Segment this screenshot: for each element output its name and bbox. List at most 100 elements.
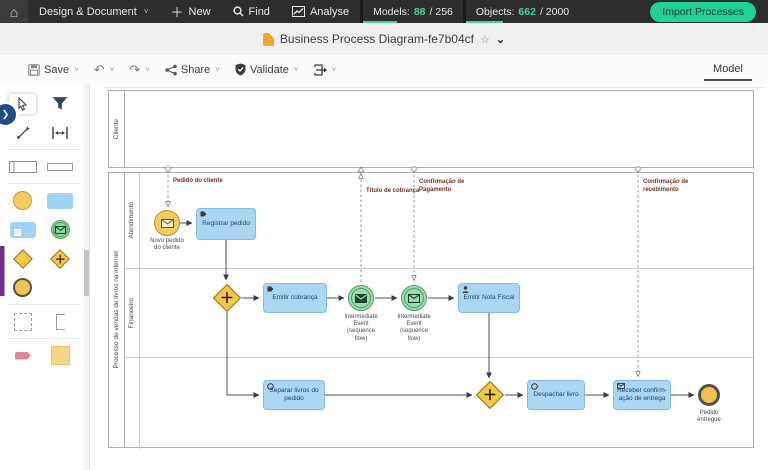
nav-new[interactable]: ＋ New bbox=[160, 0, 222, 23]
palette-divider bbox=[8, 338, 81, 339]
palette-divider bbox=[8, 183, 81, 184]
models-label: Models: bbox=[373, 5, 410, 18]
start-event-novo-pedido[interactable] bbox=[154, 210, 180, 236]
filter-tool-button[interactable] bbox=[53, 97, 68, 110]
end-event-label: Pedido entregue bbox=[697, 410, 721, 424]
group-icon bbox=[13, 312, 32, 331]
lane-atendimento-band[interactable]: Atendimento bbox=[124, 173, 140, 268]
palette-group[interactable] bbox=[13, 312, 32, 331]
task-emitir-cobranca[interactable]: Emitir cobrança bbox=[263, 283, 327, 313]
task-separar-livros[interactable]: Separar livros do pedido bbox=[263, 380, 325, 410]
message-label-titulo-cobranca: Título de cobrança bbox=[366, 188, 420, 194]
user-marker-icon bbox=[462, 286, 470, 294]
nav-design-document[interactable]: Design & Document ˅ bbox=[28, 0, 160, 23]
top-navigation-bar: ⌂ Design & Document ˅ ＋ New Find Analyse… bbox=[0, 0, 768, 23]
spacing-tool-button[interactable] bbox=[52, 126, 68, 139]
share-button[interactable]: Share ˅ bbox=[165, 64, 220, 76]
palette-pool[interactable] bbox=[8, 160, 37, 173]
task-registrar-pedido[interactable]: Registrar pedido bbox=[196, 208, 256, 240]
parallel-gateway-icon: ＋ bbox=[49, 248, 71, 270]
filter-icon bbox=[53, 97, 68, 110]
task-receber-confirmacao[interactable]: Receber confirm- ação de entrega bbox=[613, 380, 671, 410]
tab-model-label: Model bbox=[713, 63, 743, 75]
validate-shield-icon bbox=[235, 63, 246, 76]
nav-design-document-label: Design & Document bbox=[39, 5, 137, 18]
lane-unnamed[interactable] bbox=[124, 358, 753, 449]
palette-gateway[interactable] bbox=[12, 248, 34, 270]
lane-atendimento-label: Atendimento bbox=[128, 202, 135, 239]
search-icon bbox=[232, 6, 244, 17]
save-label: Save bbox=[44, 63, 70, 76]
parallel-gateway-2[interactable]: ＋ bbox=[475, 380, 505, 410]
lane-financeiro-label: Financeiro bbox=[128, 297, 135, 329]
share-icon bbox=[165, 64, 177, 75]
objects-label: Objects: bbox=[475, 5, 515, 18]
undo-button[interactable]: ↶ ˅ bbox=[94, 63, 115, 76]
favorite-star-icon[interactable]: ☆ bbox=[480, 33, 490, 46]
intermediate-catch-event[interactable] bbox=[401, 285, 427, 311]
diagram-canvas[interactable]: Cliente Processo de vendas de livros na … bbox=[90, 84, 768, 470]
nav-new-label: New bbox=[188, 5, 211, 18]
palette-scrollbar-thumb[interactable] bbox=[84, 250, 89, 296]
redo-chevron-icon: ˅ bbox=[145, 65, 150, 74]
lane-unnamed-band[interactable] bbox=[124, 358, 140, 449]
palette-start-event[interactable] bbox=[13, 191, 33, 210]
tag-marker-icon bbox=[267, 286, 275, 294]
expand-panel-button[interactable]: ❯ bbox=[0, 102, 18, 127]
parallel-gateway-1[interactable]: ＋ bbox=[212, 283, 242, 313]
palette-task[interactable] bbox=[47, 192, 74, 209]
pool-cliente-band[interactable]: Cliente bbox=[109, 91, 125, 167]
task-despachar-livro[interactable]: Despachar livro bbox=[527, 380, 585, 410]
task-icon bbox=[47, 192, 74, 209]
chevron-down-icon: ˅ bbox=[143, 7, 149, 16]
lane-financeiro-band[interactable]: Financeiro bbox=[124, 269, 140, 357]
home-icon: ⌂ bbox=[9, 3, 19, 20]
nav-find[interactable]: Find bbox=[222, 0, 281, 23]
palette-tag[interactable] bbox=[14, 351, 31, 360]
filled-message-icon bbox=[355, 293, 367, 303]
validate-label: Validate bbox=[249, 63, 289, 76]
pool-processo-label: Processo de vendas de livros na internet bbox=[113, 251, 120, 369]
models-usage-bar bbox=[363, 21, 397, 23]
home-button[interactable]: ⌂ bbox=[0, 0, 28, 23]
palette-parallel-gateway[interactable]: ＋ bbox=[49, 248, 71, 270]
lane-financeiro[interactable]: Financeiro bbox=[124, 269, 753, 358]
document-icon bbox=[262, 32, 274, 46]
redo-button[interactable]: ↷ ˅ bbox=[129, 63, 150, 76]
palette-message-event[interactable] bbox=[50, 220, 70, 239]
models-counter: Models: 88 / 256 bbox=[360, 0, 463, 23]
save-button[interactable]: Save ˅ bbox=[28, 64, 79, 76]
palette-text-annotation[interactable] bbox=[55, 313, 65, 330]
message-label-confirmacao-pagamento: Confirmação de Pagamento bbox=[419, 179, 465, 193]
undo-chevron-icon: ˅ bbox=[109, 65, 115, 74]
task-emitir-nota-fiscal[interactable]: Emitir Nota Fiscal bbox=[458, 283, 520, 313]
pool-cliente[interactable]: Cliente bbox=[108, 90, 754, 168]
title-chevron-down-icon[interactable]: ⌄ bbox=[495, 33, 506, 46]
nav-analyse[interactable]: Analyse bbox=[281, 0, 360, 23]
intermediate-catch-label: Intermediate Event (sequence flow) bbox=[397, 314, 431, 342]
import-processes-button[interactable]: Import Processes bbox=[650, 1, 756, 22]
export-button[interactable]: ˅ bbox=[313, 63, 336, 76]
palette-lane[interactable] bbox=[47, 162, 74, 171]
intermediate-throw-event[interactable] bbox=[348, 285, 374, 311]
connector-tool-button[interactable] bbox=[16, 126, 30, 140]
gateway-plus-icon: ＋ bbox=[483, 387, 497, 403]
objects-counter: Objects: 662 / 2000 bbox=[462, 0, 579, 23]
tab-model[interactable]: Model bbox=[704, 58, 752, 81]
models-used-value: 88 bbox=[413, 5, 426, 18]
canvas-boundary-line bbox=[104, 87, 764, 88]
cursor-icon bbox=[18, 96, 28, 111]
document-title-bar: Business Process Diagram-fe7b04cf ☆ ⌄ bbox=[0, 23, 768, 56]
palette-sub-process[interactable] bbox=[9, 221, 36, 238]
validate-button[interactable]: Validate ˅ bbox=[235, 63, 299, 76]
objects-total-value: / 2000 bbox=[539, 5, 570, 18]
lane-atendimento[interactable]: Atendimento bbox=[124, 173, 753, 269]
palette-colored-square[interactable] bbox=[50, 346, 70, 365]
pool-processo-band[interactable]: Processo de vendas de livros na internet bbox=[109, 173, 125, 447]
message-label-confirmacao-recebimento: Confirmação de recebimento bbox=[643, 179, 689, 193]
palette-end-event[interactable] bbox=[13, 278, 33, 297]
gateway-plus-icon: ＋ bbox=[220, 290, 234, 306]
analyse-chart-icon bbox=[291, 6, 305, 17]
end-event-pedido-entregue[interactable] bbox=[698, 384, 720, 406]
